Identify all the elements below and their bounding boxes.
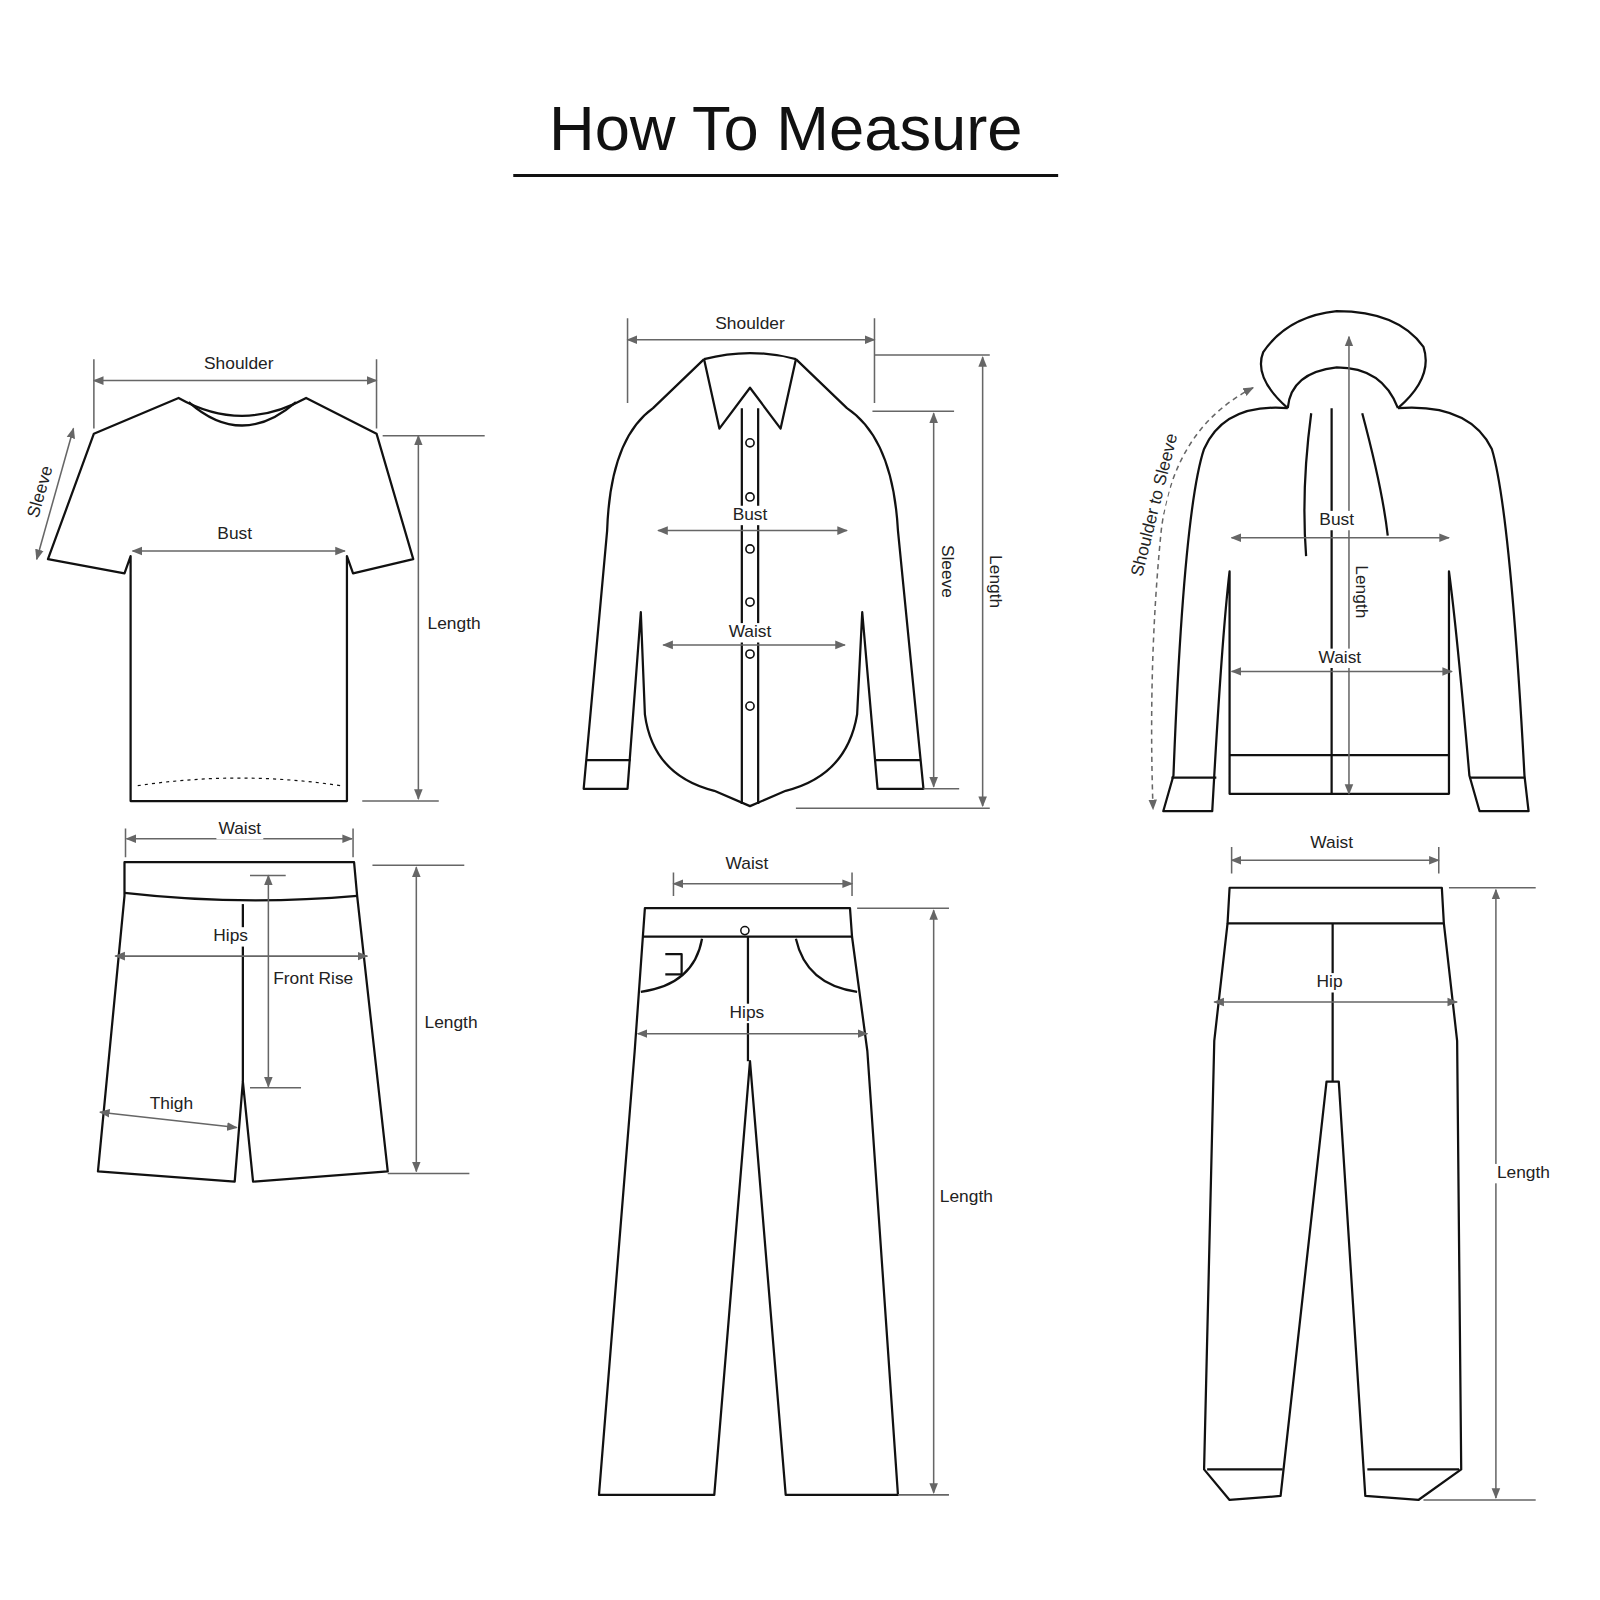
measure-label: Waist: [1316, 649, 1363, 668]
measure-label: Sleeve: [24, 462, 58, 522]
measure-label: Sleeve: [937, 543, 956, 600]
measure-label: Length: [426, 615, 483, 634]
measure-label: Bust: [215, 525, 254, 544]
measure-label: Length: [422, 1014, 479, 1033]
measure-label: Length: [1352, 563, 1371, 620]
measure-label: Length: [985, 553, 1004, 610]
measure-label: Length: [938, 1187, 995, 1206]
title-underline: [513, 174, 1058, 177]
measure-label: Shoulder: [713, 315, 787, 334]
measure-label: Bust: [731, 506, 770, 525]
measure-label: Waist: [216, 820, 263, 839]
measure-label: Shoulder to Sleeve: [1128, 430, 1183, 581]
measure-label: Hips: [211, 927, 250, 946]
measure-label: Waist: [727, 623, 774, 642]
measure-label: Front Rise: [271, 970, 355, 989]
measure-label: Shoulder: [202, 355, 276, 374]
garment-outlines: [48, 311, 1529, 1500]
measure-label: Length: [1495, 1164, 1552, 1183]
measure-label: Hip: [1315, 973, 1345, 992]
page-title: How To Measure: [549, 94, 1023, 164]
measure-label: Hips: [728, 1004, 767, 1023]
measure-label: Bust: [1317, 511, 1356, 530]
measure-label: Waist: [724, 855, 771, 874]
measure-lines: [37, 318, 1536, 1500]
measure-label: Thigh: [148, 1095, 195, 1114]
measure-label: Waist: [1308, 833, 1355, 852]
